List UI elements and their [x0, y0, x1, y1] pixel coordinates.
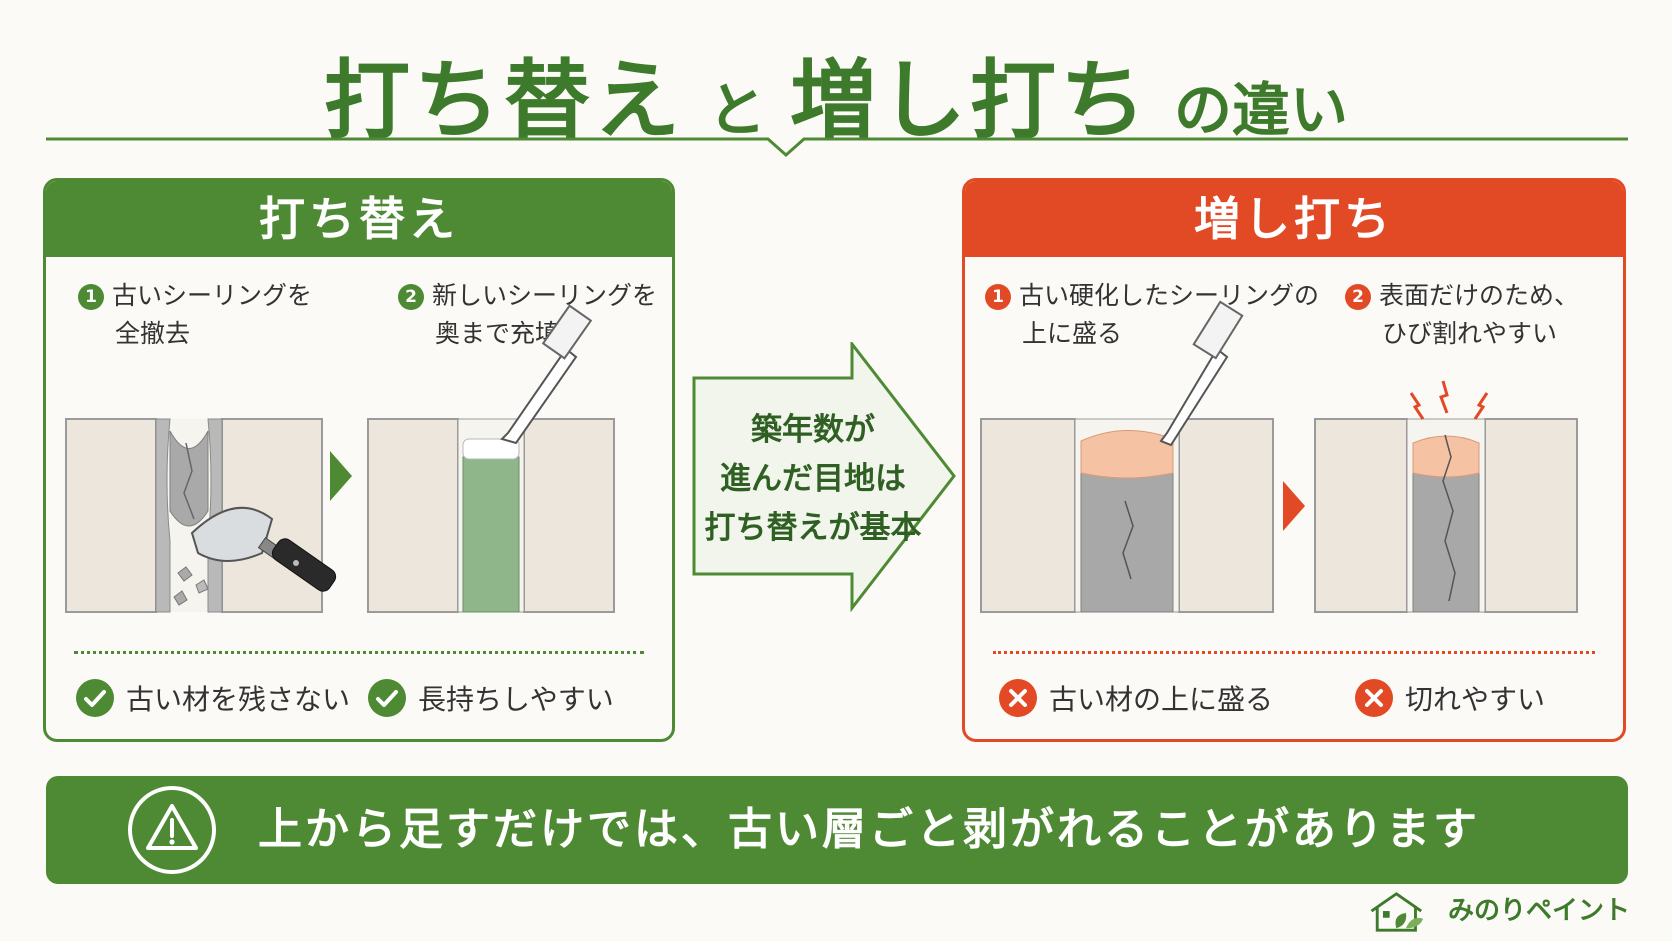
replacement-step-2: 2 新しいシーリングを 奥まで充填 [398, 277, 657, 353]
arrow-right-icon [692, 342, 956, 612]
replacement-panel-heading: 打ち替え [46, 181, 672, 257]
overlay-panel-heading: 増し打ち [965, 181, 1623, 257]
step-text-line2: 全撤去 [115, 319, 191, 348]
step-text-line2: 上に盛る [1022, 319, 1123, 348]
feature-text: 古い材の上に盛る [1049, 683, 1274, 716]
warning-banner: 上から足すだけでは、古い層ごと剥がれることがあります [46, 776, 1628, 884]
cross-icon [1355, 679, 1393, 717]
overlay-step-1: 1 古い硬化したシーリングの 上に盛る [985, 277, 1319, 353]
overlay-step-2: 2 表面だけのため、 ひび割れやすい [1345, 277, 1579, 353]
replacement-step-1: 1 古いシーリングを 全撤去 [78, 277, 312, 353]
overlay-divider [993, 651, 1595, 654]
step-text-line1: 古い硬化したシーリングの [1019, 281, 1320, 310]
feature-text: 切れやすい [1405, 683, 1546, 716]
title-part-overlay: 増し打ち [790, 51, 1150, 151]
title-part-difference-prefix: の違い [1174, 76, 1349, 144]
step-text-line2: ひび割れやすい [1382, 319, 1558, 348]
step-number-badge: 1 [78, 284, 104, 310]
house-leaf-icon [1370, 892, 1424, 932]
replacement-panel: 打ち替え 1 古いシーリングを 全撤去 2 新しいシーリングを 奥まで充填 [43, 178, 675, 742]
overlay-feature-2: 切れやすい [1355, 678, 1545, 722]
step-text-line1: 表面だけのため、 [1379, 281, 1580, 310]
overlay-illustration [980, 300, 1578, 613]
replacement-feature-2: 長持ちしやすい [368, 678, 614, 722]
replacement-divider [74, 651, 644, 654]
overlay-feature-1: 古い材の上に盛る [999, 678, 1273, 722]
check-icon [368, 679, 406, 717]
feature-text: 長持ちしやすい [418, 683, 614, 716]
step-text-line2: 奥まで充填 [435, 319, 561, 348]
check-icon [76, 679, 114, 717]
recommendation-text: 築年数が 進んだ目地は 打ち替えが基本 [700, 406, 926, 553]
step-text-line1: 新しいシーリングを [432, 281, 658, 310]
step-number-badge: 2 [1345, 284, 1371, 310]
step-number-badge: 2 [398, 284, 424, 310]
step-number-badge: 1 [985, 284, 1011, 310]
recommendation-line-1: 築年数が [751, 412, 875, 448]
replacement-feature-1: 古い材を残さない [76, 678, 350, 722]
overlay-panel: 増し打ち 1 古い硬化したシーリングの 上に盛る 2 表面だけのため、 ひび割れやす… [962, 178, 1626, 742]
warning-icon [128, 786, 216, 874]
step-text-line1: 古いシーリングを [112, 281, 313, 310]
page-title: 打ち替えと増し打ちの違い [0, 30, 1672, 151]
title-part-and: と [707, 76, 766, 144]
brand-logo-text: みのりペイント [1448, 896, 1631, 926]
feature-text: 古い材を残さない [126, 683, 351, 716]
title-part-replacement: 打ち替え [323, 51, 684, 151]
warning-text: 上から足すだけでは、古い層ごと剥がれることがあります [258, 804, 1480, 855]
removal-illustration [65, 304, 615, 613]
cross-icon [999, 679, 1037, 717]
lightning-icon [1409, 380, 1489, 420]
recommendation-line-2: 進んだ目地は [720, 461, 906, 497]
title-divider [46, 137, 1628, 157]
recommendation-line-3: 打ち替えが基本 [704, 510, 922, 546]
